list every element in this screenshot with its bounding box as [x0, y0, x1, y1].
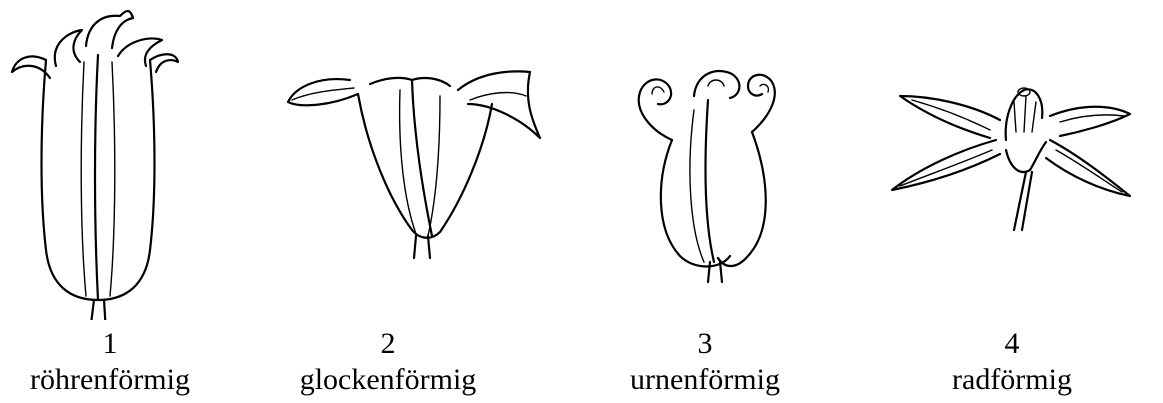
- caption-label-1: röhrenförmig: [0, 362, 220, 398]
- caption-number-3: 3: [595, 326, 815, 362]
- caption-label-3: urnenförmig: [595, 362, 815, 398]
- caption-number-2: 2: [278, 326, 498, 362]
- caption-label-4: radförmig: [902, 362, 1122, 398]
- flower-drawings: [0, 0, 1163, 320]
- rotate-flower-icon: [892, 88, 1130, 230]
- caption-number-1: 1: [0, 326, 220, 362]
- caption-label-2: glockenförmig: [278, 362, 498, 398]
- tubular-flower-icon: [12, 11, 178, 320]
- bell-flower-icon: [288, 71, 540, 258]
- caption-2: 2 glockenförmig: [278, 326, 498, 398]
- caption-4: 4 radförmig: [902, 326, 1122, 398]
- urn-flower-icon: [639, 71, 775, 282]
- caption-3: 3 urnenförmig: [595, 326, 815, 398]
- caption-1: 1 röhrenförmig: [0, 326, 220, 398]
- caption-number-4: 4: [902, 326, 1122, 362]
